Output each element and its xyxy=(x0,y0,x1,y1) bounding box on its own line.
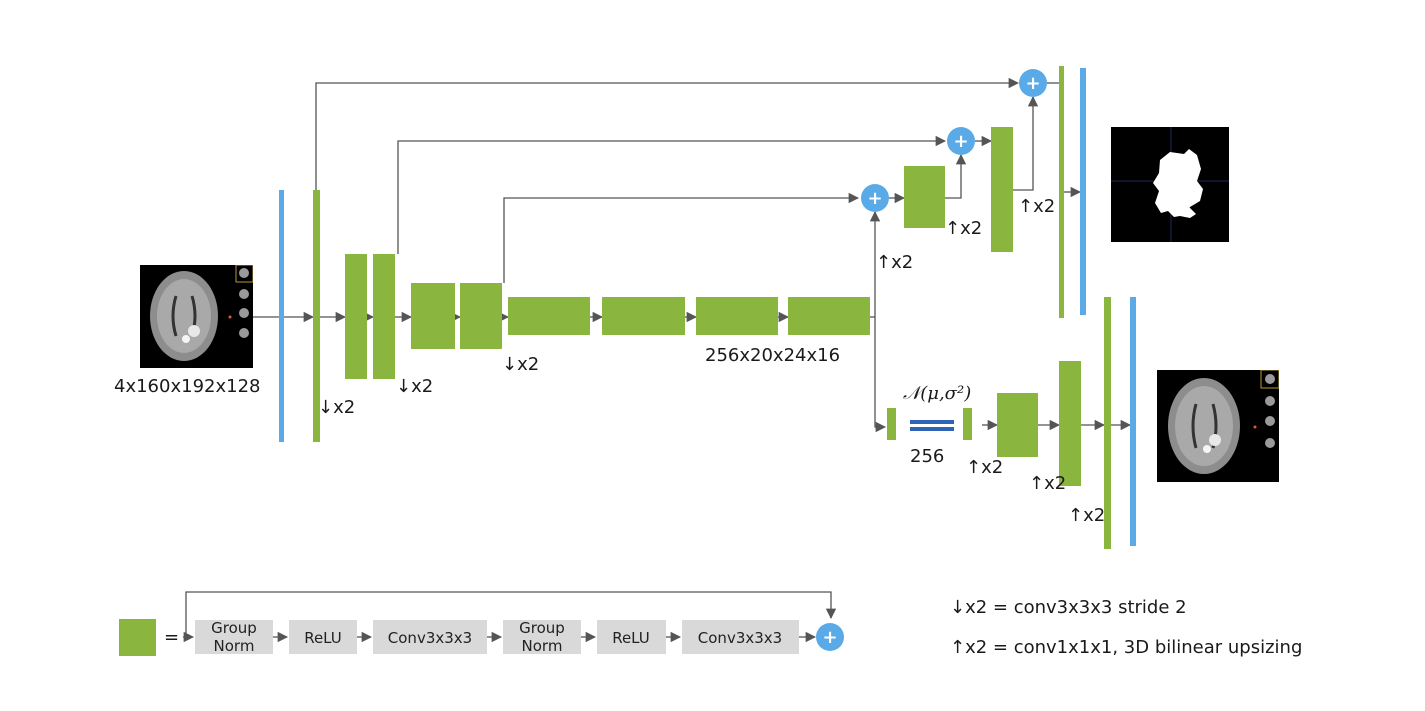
gauss-line-1 xyxy=(910,420,954,424)
bottleneck-dims-label: 256x20x24x16 xyxy=(705,345,840,366)
down-x2-label: ↓x2 xyxy=(318,397,355,418)
decoder-block-2 xyxy=(991,127,1013,252)
down-x2-label: ↓x2 xyxy=(502,354,539,375)
legend-block-swatch xyxy=(119,619,156,656)
legend-step-relu: ReLU xyxy=(597,620,666,654)
encoder-block-3b xyxy=(602,297,685,335)
initial-conv-bar xyxy=(313,190,320,442)
legend-step-relu: ReLU xyxy=(289,620,357,654)
legend: = Group Norm ReLU Conv3x3x3 Group Norm R… xyxy=(119,591,1302,658)
up-x2-label: ↑x2 xyxy=(1068,505,1105,526)
svg-text:+: + xyxy=(953,131,968,152)
up-x2-label: ↑x2 xyxy=(945,218,982,239)
up-x2-label: ↑x2 xyxy=(1018,196,1055,217)
plus-circle-icon: + xyxy=(816,623,844,651)
input-norm-bar xyxy=(279,190,284,442)
vae-reduce-bar xyxy=(887,408,896,440)
diagram-labels: 4x160x192x128 ↓x2 ↓x2 ↓x2 256x20x24x16 ↑… xyxy=(114,196,1105,526)
legend-step-group-norm: Group Norm xyxy=(503,619,581,655)
encoder-block-3d xyxy=(788,297,870,335)
input-mri-image xyxy=(140,265,253,368)
svg-text:Norm: Norm xyxy=(214,637,255,655)
up-x2-label: ↑x2 xyxy=(1029,473,1066,494)
svg-text:+: + xyxy=(1025,73,1040,94)
up-definition: ↑x2 = conv1x1x1, 3D bilinear upsizing xyxy=(950,637,1302,658)
svg-text:+: + xyxy=(822,627,837,648)
legend-step-conv: Conv3x3x3 xyxy=(373,620,487,654)
gauss-dims-label: 256 xyxy=(910,446,944,467)
add-nodes: + + + xyxy=(861,69,1047,212)
down-definition: ↓x2 = conv3x3x3 stride 2 xyxy=(950,597,1187,618)
svg-text:Group: Group xyxy=(211,619,257,637)
plus-circle-icon: + xyxy=(1019,69,1047,97)
plus-circle-icon: + xyxy=(947,127,975,155)
down-x2-label: ↓x2 xyxy=(396,376,433,397)
plus-circle-icon: + xyxy=(861,184,889,212)
vae-block-2 xyxy=(997,393,1038,457)
decoder-block-1 xyxy=(904,166,945,228)
svg-text:Conv3x3x3: Conv3x3x3 xyxy=(698,629,782,647)
vae-up-bar-1 xyxy=(963,408,972,440)
decoder-output-norm-bar xyxy=(1080,68,1086,315)
segmentation-output-image xyxy=(1111,127,1229,242)
svg-text:Conv3x3x3: Conv3x3x3 xyxy=(388,629,472,647)
svg-text:+: + xyxy=(867,188,882,209)
legend-step-conv: Conv3x3x3 xyxy=(682,620,799,654)
svg-text:ReLU: ReLU xyxy=(612,629,650,647)
encoder-block-1b xyxy=(373,254,395,379)
decoder-final-bar xyxy=(1059,66,1064,318)
connections xyxy=(253,77,1132,433)
legend-equals: = xyxy=(164,627,179,648)
vae-final-bar xyxy=(1104,297,1111,549)
svg-text:Norm: Norm xyxy=(522,637,563,655)
gauss-symbol-label: 𝒩(μ,σ²) xyxy=(903,383,971,404)
encoder-block-3a xyxy=(508,297,590,335)
legend-step-group-norm: Group Norm xyxy=(195,619,273,655)
svg-text:Group: Group xyxy=(519,619,565,637)
up-x2-label: ↑x2 xyxy=(876,252,913,273)
vae-output-norm-bar xyxy=(1130,297,1136,546)
encoder-block-3c xyxy=(696,297,778,335)
reconstruction-output-image xyxy=(1157,370,1279,482)
encoder-block-2a xyxy=(411,283,455,349)
svg-text:ReLU: ReLU xyxy=(304,629,342,647)
encoder-block-2b xyxy=(460,283,502,349)
encoder-block-1a xyxy=(345,254,367,379)
up-x2-label: ↑x2 xyxy=(966,457,1003,478)
gauss-line-2 xyxy=(910,427,954,431)
blocks xyxy=(279,66,1136,549)
input-dims-label: 4x160x192x128 xyxy=(114,376,260,397)
vae-block-3 xyxy=(1059,361,1081,486)
